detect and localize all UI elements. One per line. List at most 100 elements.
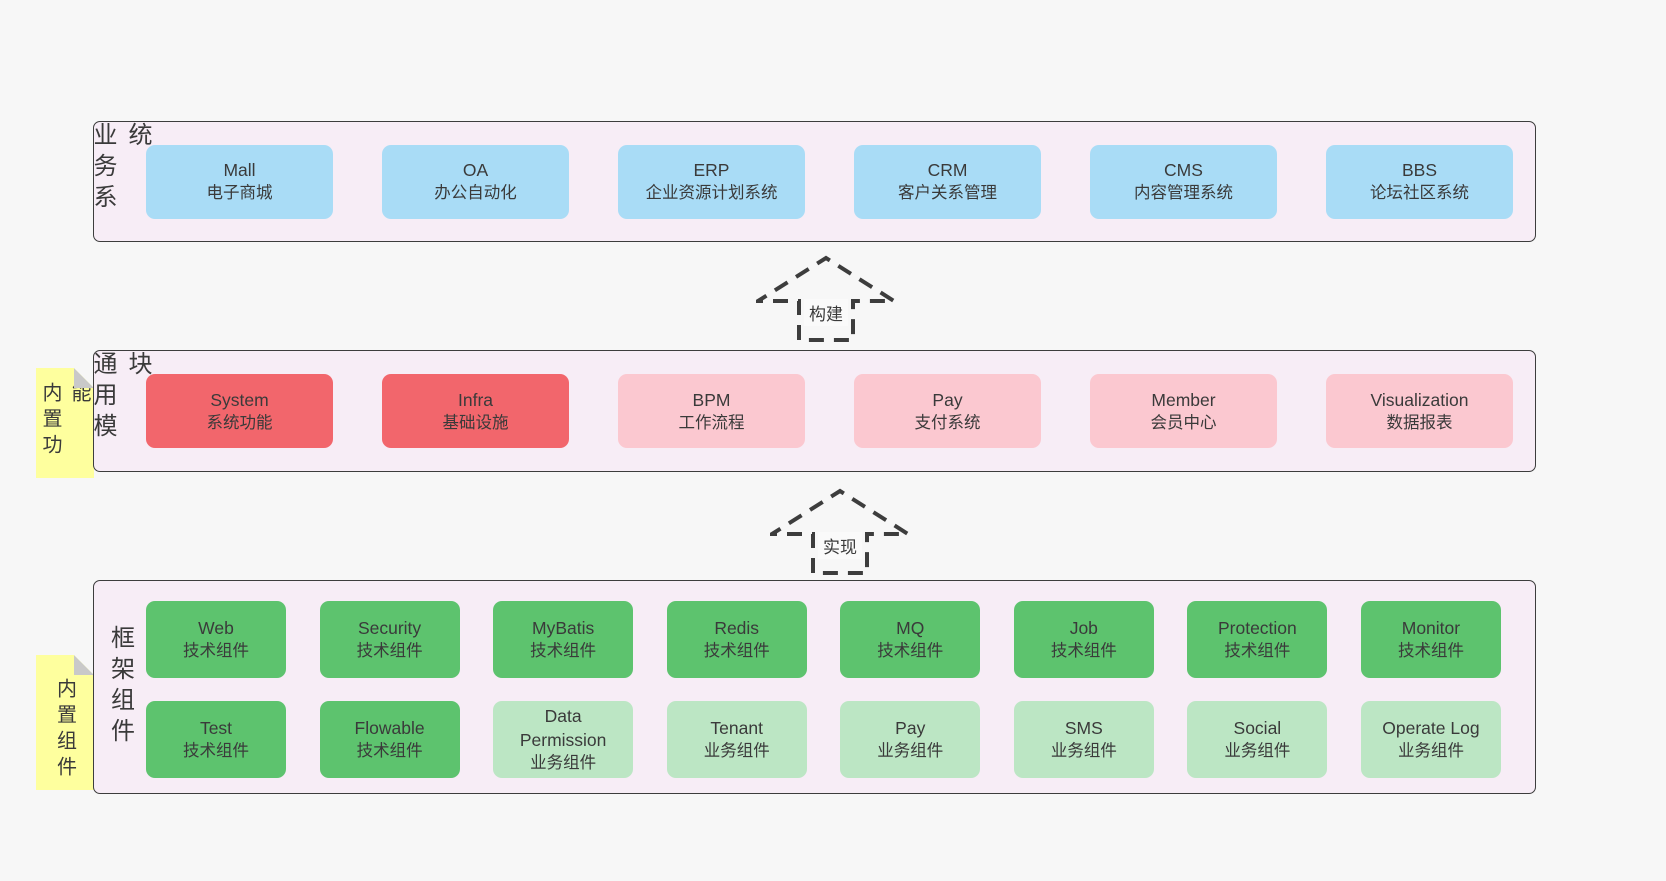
box-desc: 会员中心	[1150, 413, 1217, 432]
band-label-framework: 框架组件	[106, 625, 134, 749]
box-name: BBS	[1401, 160, 1438, 181]
box-erp: ERP 企业资源计划系统	[618, 144, 805, 219]
box-desc: 数据报表	[1386, 413, 1453, 432]
box-name: Visualization	[1370, 389, 1469, 410]
box-name: Security	[357, 618, 422, 639]
box-desc: 工作流程	[678, 413, 745, 432]
box-web: Web 技术组件	[146, 601, 286, 678]
framework-row-2: Test 技术组件 Flowable 技术组件 Data Permission …	[146, 701, 1501, 778]
box-name: Data Permission	[519, 705, 607, 751]
box-mybatis: MyBatis 技术组件	[493, 601, 634, 678]
box-name: Pay	[932, 389, 963, 410]
box-system: System 系统功能	[146, 374, 333, 448]
box-desc: 业务组件	[877, 742, 944, 761]
business-box-row: Mall 电子商城 OA 办公自动化 ERP 企业资源计划系统 CRM 客户关系…	[146, 122, 1513, 241]
band-framework-components: 框架组件 Web 技术组件 Security 技术组件 MyBatis 技术组件…	[93, 580, 1536, 794]
box-name: Infra	[457, 389, 494, 410]
box-name: Social	[1233, 718, 1282, 739]
box-name: Operate Log	[1382, 718, 1480, 739]
box-name: Monitor	[1401, 618, 1461, 639]
box-operate-log: Operate Log 业务组件	[1360, 701, 1501, 778]
box-pay-module: Pay 支付系统	[854, 374, 1041, 448]
box-desc: 技术组件	[877, 642, 944, 661]
band-business-systems: 业务系统 Mall 电子商城 OA 办公自动化 ERP 企业资源计划系统 CRM…	[89, 121, 1536, 242]
box-desc: 技术组件	[356, 642, 423, 661]
box-name: Job	[1069, 618, 1098, 639]
box-desc: 技术组件	[356, 742, 423, 761]
sticky-note-text: 内置功能	[39, 382, 90, 460]
box-name: CRM	[927, 160, 968, 181]
box-desc: 技术组件	[530, 642, 597, 661]
box-desc: 业务组件	[1397, 742, 1464, 761]
box-mq: MQ 技术组件	[840, 601, 981, 678]
box-pay-component: Pay 业务组件	[840, 701, 981, 778]
box-security: Security 技术组件	[319, 601, 460, 678]
band-common-modules: 通用模块 System 系统功能 Infra 基础设施 BPM 工作流程 Pay…	[89, 350, 1536, 472]
box-desc: 支付系统	[914, 413, 981, 432]
band-label-business: 业务系统	[89, 122, 151, 215]
box-name: Redis	[714, 618, 760, 639]
box-desc: 技术组件	[1397, 642, 1464, 661]
box-desc: 业务组件	[703, 742, 770, 761]
box-desc: 技术组件	[1050, 642, 1117, 661]
box-name: Mall	[223, 160, 256, 181]
box-visualization: Visualization 数据报表	[1326, 374, 1513, 448]
build-arrow-label: 构建	[804, 299, 848, 326]
box-mall: Mall 电子商城	[146, 144, 333, 219]
box-name: Tenant	[710, 718, 763, 739]
box-monitor: Monitor 技术组件	[1360, 601, 1501, 678]
box-member: Member 会员中心	[1090, 374, 1277, 448]
box-desc: 办公自动化	[434, 184, 517, 203]
box-tenant: Tenant 业务组件	[666, 701, 807, 778]
box-name: Test	[199, 718, 233, 739]
box-name: BPM	[692, 389, 731, 410]
box-name: MyBatis	[532, 618, 595, 639]
band-label-modules: 通用模块	[89, 351, 151, 444]
box-cms: CMS 内容管理系统	[1090, 144, 1277, 219]
box-name: Protection	[1217, 618, 1297, 639]
box-bpm: BPM 工作流程	[618, 374, 805, 448]
box-desc: 论坛社区系统	[1370, 184, 1469, 203]
box-desc: 业务组件	[1050, 742, 1117, 761]
implement-arrow: 实现	[770, 488, 910, 576]
box-desc: 业务组件	[1224, 742, 1291, 761]
box-name: Web	[198, 618, 234, 639]
box-desc: 基础设施	[442, 413, 509, 432]
dashed-up-arrow-icon	[770, 488, 910, 575]
framework-row-1: Web 技术组件 Security 技术组件 MyBatis 技术组件 Redi…	[146, 601, 1501, 678]
box-desc: 电子商城	[206, 184, 273, 203]
sticky-note-builtin-features: 内置功能	[36, 368, 94, 478]
box-test: Test 技术组件	[146, 701, 286, 778]
box-oa: OA 办公自动化	[382, 144, 569, 219]
box-infra: Infra 基础设施	[382, 374, 569, 448]
box-flowable: Flowable 技术组件	[319, 701, 460, 778]
box-desc: 技术组件	[183, 742, 249, 761]
box-name: SMS	[1064, 718, 1103, 739]
dashed-up-arrow-icon	[756, 255, 896, 342]
box-data-permission: Data Permission 业务组件	[493, 701, 634, 778]
sticky-note-text: 内置组件	[53, 677, 76, 782]
implement-arrow-label: 实现	[818, 532, 862, 559]
box-name: Member	[1151, 389, 1216, 410]
box-desc: 技术组件	[1224, 642, 1291, 661]
box-name: System	[210, 389, 269, 410]
box-desc: 业务组件	[530, 754, 597, 773]
build-arrow: 构建	[756, 255, 896, 343]
box-job: Job 技术组件	[1013, 601, 1154, 678]
box-name: CMS	[1164, 160, 1203, 181]
box-desc: 内容管理系统	[1134, 184, 1233, 203]
box-crm: CRM 客户关系管理	[854, 144, 1041, 219]
box-desc: 技术组件	[183, 642, 249, 661]
box-name: MQ	[896, 618, 925, 639]
box-social: Social 业务组件	[1187, 701, 1328, 778]
folded-corner-icon	[74, 655, 94, 675]
modules-box-row: System 系统功能 Infra 基础设施 BPM 工作流程 Pay 支付系统…	[146, 351, 1513, 471]
framework-box-rows: Web 技术组件 Security 技术组件 MyBatis 技术组件 Redi…	[146, 601, 1501, 778]
box-desc: 企业资源计划系统	[645, 184, 778, 203]
box-name: Flowable	[354, 718, 425, 739]
box-sms: SMS 业务组件	[1013, 701, 1154, 778]
box-protection: Protection 技术组件	[1187, 601, 1328, 678]
box-desc: 系统功能	[206, 413, 273, 432]
box-bbs: BBS 论坛社区系统	[1326, 144, 1513, 219]
